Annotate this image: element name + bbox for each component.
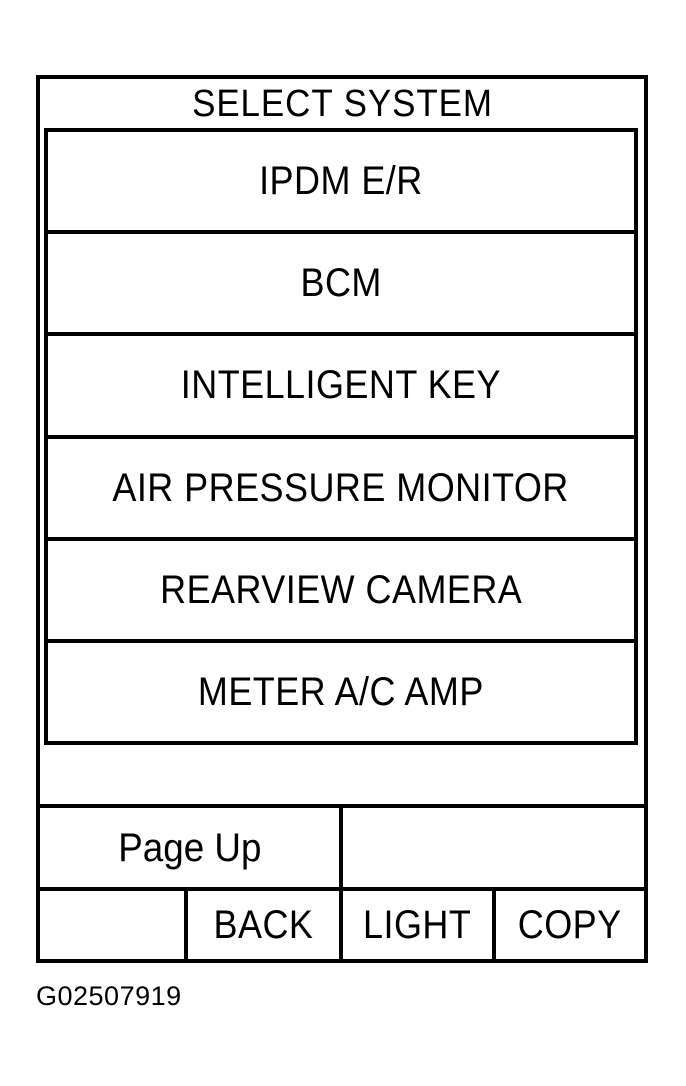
menu-item-rearview-camera[interactable]: REARVIEW CAMERA (48, 540, 634, 643)
function-key-label: LIGHT (363, 903, 472, 947)
menu-item-label: BCM (300, 261, 382, 306)
menu-item-label: AIR PRESSURE MONITOR (112, 465, 570, 510)
menu-item-intelligent-key[interactable]: INTELLIGENT KEY (48, 336, 634, 439)
back-button[interactable]: BACK (188, 891, 343, 959)
diagnostic-tool-screen: SELECT SYSTEM IPDM E/R BCM INTELLIGENT K… (36, 75, 648, 963)
menu-item-ipdm-er[interactable]: IPDM E/R (48, 132, 634, 235)
system-menu-list: IPDM E/R BCM INTELLIGENT KEY AIR PRESSUR… (44, 128, 638, 745)
page-up-label: Page Up (117, 825, 262, 870)
menu-item-label: METER A/C AMP (198, 669, 484, 714)
menu-item-air-pressure-monitor[interactable]: AIR PRESSURE MONITOR (48, 438, 634, 541)
function-key-empty[interactable] (40, 891, 188, 959)
menu-spacer (40, 745, 644, 804)
menu-item-bcm[interactable]: BCM (48, 234, 634, 337)
figure-caption: G02507919 (36, 981, 182, 1011)
paging-row: Page Up (40, 804, 644, 887)
light-button[interactable]: LIGHT (343, 891, 496, 959)
menu-item-label: IPDM E/R (259, 159, 423, 204)
function-key-row: BACK LIGHT COPY (40, 887, 644, 959)
screen-title-bar: SELECT SYSTEM (40, 79, 644, 128)
function-key-label: COPY (518, 903, 622, 947)
page-title: SELECT SYSTEM (191, 82, 493, 125)
copy-button[interactable]: COPY (496, 891, 644, 959)
menu-item-meter-ac-amp[interactable]: METER A/C AMP (48, 642, 634, 742)
page-up-button[interactable]: Page Up (40, 808, 343, 887)
paging-empty-cell[interactable] (343, 808, 644, 887)
menu-item-label: INTELLIGENT KEY (180, 363, 502, 408)
menu-item-label: REARVIEW CAMERA (159, 567, 523, 612)
function-key-label: BACK (213, 903, 314, 947)
